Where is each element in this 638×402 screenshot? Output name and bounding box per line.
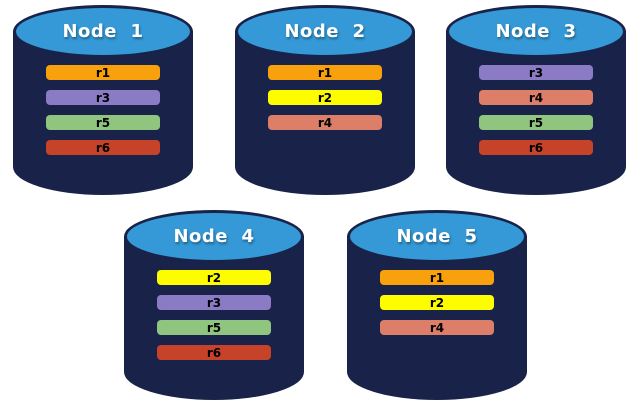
replica-label: r1 (317, 65, 333, 80)
replica-bar: r5 (157, 320, 271, 335)
replica-bar: r6 (46, 140, 160, 155)
replica-list: r1 r3 r5 r6 (46, 65, 160, 165)
replica-label: r4 (528, 90, 544, 105)
replica-bar: r2 (380, 295, 494, 310)
replica-label: r6 (528, 140, 544, 155)
replica-label: r2 (429, 295, 445, 310)
cylinder-top-ellipse: Node 1 (13, 5, 193, 58)
replica-bar: r2 (157, 270, 271, 285)
cylinder-top-ellipse: Node 2 (235, 5, 415, 58)
replica-label: r3 (206, 295, 222, 310)
db-cylinder: Node 3 r3 r4 r5 r6 (446, 5, 626, 195)
replica-list: r2 r3 r5 r6 (157, 270, 271, 370)
replica-bar: r5 (46, 115, 160, 130)
cylinder-body (124, 236, 304, 400)
db-cylinder: Node 4 r2 r3 r5 r6 (124, 210, 304, 400)
replica-bar: r1 (46, 65, 160, 80)
db-cylinder: Node 5 r1 r2 r4 (347, 210, 527, 400)
replica-bar: r2 (268, 90, 382, 105)
replica-label: r2 (317, 90, 333, 105)
node-label: Node 3 (495, 21, 577, 42)
cylinder-top-ellipse: Node 4 (124, 210, 304, 263)
replica-label: r5 (528, 115, 544, 130)
replica-label: r3 (95, 90, 111, 105)
replica-label: r6 (206, 345, 222, 360)
replica-bar: r3 (157, 295, 271, 310)
replica-label: r4 (429, 320, 445, 335)
replica-bar: r4 (268, 115, 382, 130)
node-label: Node 2 (284, 21, 366, 42)
db-cylinder: Node 1 r1 r3 r5 r6 (13, 5, 193, 195)
replica-list: r1 r2 r4 (268, 65, 382, 140)
replica-bar: r3 (479, 65, 593, 80)
replica-bar: r6 (157, 345, 271, 360)
cylinder-body (347, 236, 527, 400)
cylinder-top-ellipse: Node 3 (446, 5, 626, 58)
cylinder-body (235, 31, 415, 195)
replica-bar: r1 (380, 270, 494, 285)
replica-label: r5 (206, 320, 222, 335)
replica-list: r3 r4 r5 r6 (479, 65, 593, 165)
db-cylinder: Node 2 r1 r2 r4 (235, 5, 415, 195)
node-label: Node 5 (396, 226, 478, 247)
replica-bar: r5 (479, 115, 593, 130)
replica-label: r5 (95, 115, 111, 130)
replica-label: r1 (95, 65, 111, 80)
replica-bar: r6 (479, 140, 593, 155)
replica-bar: r4 (479, 90, 593, 105)
replica-label: r6 (95, 140, 111, 155)
node-label: Node 1 (62, 21, 144, 42)
replica-bar: r1 (268, 65, 382, 80)
replica-label: r4 (317, 115, 333, 130)
replica-label: r2 (206, 270, 222, 285)
replica-bar: r4 (380, 320, 494, 335)
cylinder-top-ellipse: Node 5 (347, 210, 527, 263)
replica-list: r1 r2 r4 (380, 270, 494, 345)
node-label: Node 4 (173, 226, 255, 247)
replica-label: r1 (429, 270, 445, 285)
cylinder-body (446, 31, 626, 195)
replica-bar: r3 (46, 90, 160, 105)
replica-label: r3 (528, 65, 544, 80)
cylinder-body (13, 31, 193, 195)
